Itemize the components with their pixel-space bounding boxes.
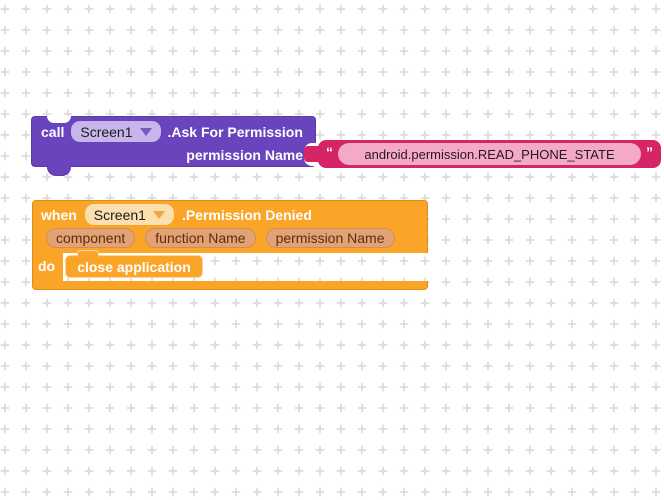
dropdown-arrow-icon xyxy=(139,127,152,136)
call-ask-for-permission-block[interactable]: call Screen1 .Ask For Permission permiss… xyxy=(31,116,316,176)
when-permission-denied-block[interactable]: when Screen1 .Permission Denied componen… xyxy=(32,200,428,290)
permission-text-block[interactable]: “ android.permission.READ_PHONE_STATE ” xyxy=(304,140,661,168)
close-application-block[interactable]: close application xyxy=(65,250,203,278)
component-dropdown[interactable]: Screen1 xyxy=(84,204,174,225)
close-application-label: close application xyxy=(77,258,191,275)
text-value-field[interactable]: android.permission.READ_PHONE_STATE xyxy=(338,143,641,165)
param-name-label: permission Name xyxy=(186,146,303,163)
dropdown-arrow-icon xyxy=(152,210,165,219)
param-chip-permission-name[interactable]: permission Name xyxy=(265,228,395,248)
previous-connector-notch xyxy=(47,116,71,123)
text-block-body: “ android.permission.READ_PHONE_STATE ” xyxy=(318,140,661,168)
call-keyword-label: call xyxy=(41,123,65,140)
when-keyword-label: when xyxy=(41,206,77,223)
previous-connector-notch xyxy=(77,250,99,257)
param-chip-function-name[interactable]: function Name xyxy=(145,228,256,248)
component-dropdown[interactable]: Screen1 xyxy=(71,121,161,142)
event-name-label: .Permission Denied xyxy=(181,206,312,223)
method-name-label: .Ask For Permission xyxy=(167,123,303,140)
dropdown-value: Screen1 xyxy=(93,206,146,223)
event-block-footer xyxy=(32,281,428,290)
do-keyword-label: do xyxy=(38,258,56,274)
open-quote-icon: “ xyxy=(326,144,333,160)
event-block-left-column xyxy=(32,253,63,281)
dropdown-value: Screen1 xyxy=(80,123,133,140)
output-plug-tab xyxy=(304,146,322,162)
param-chip-component[interactable]: component xyxy=(46,228,136,248)
close-quote-icon: ” xyxy=(646,144,653,160)
